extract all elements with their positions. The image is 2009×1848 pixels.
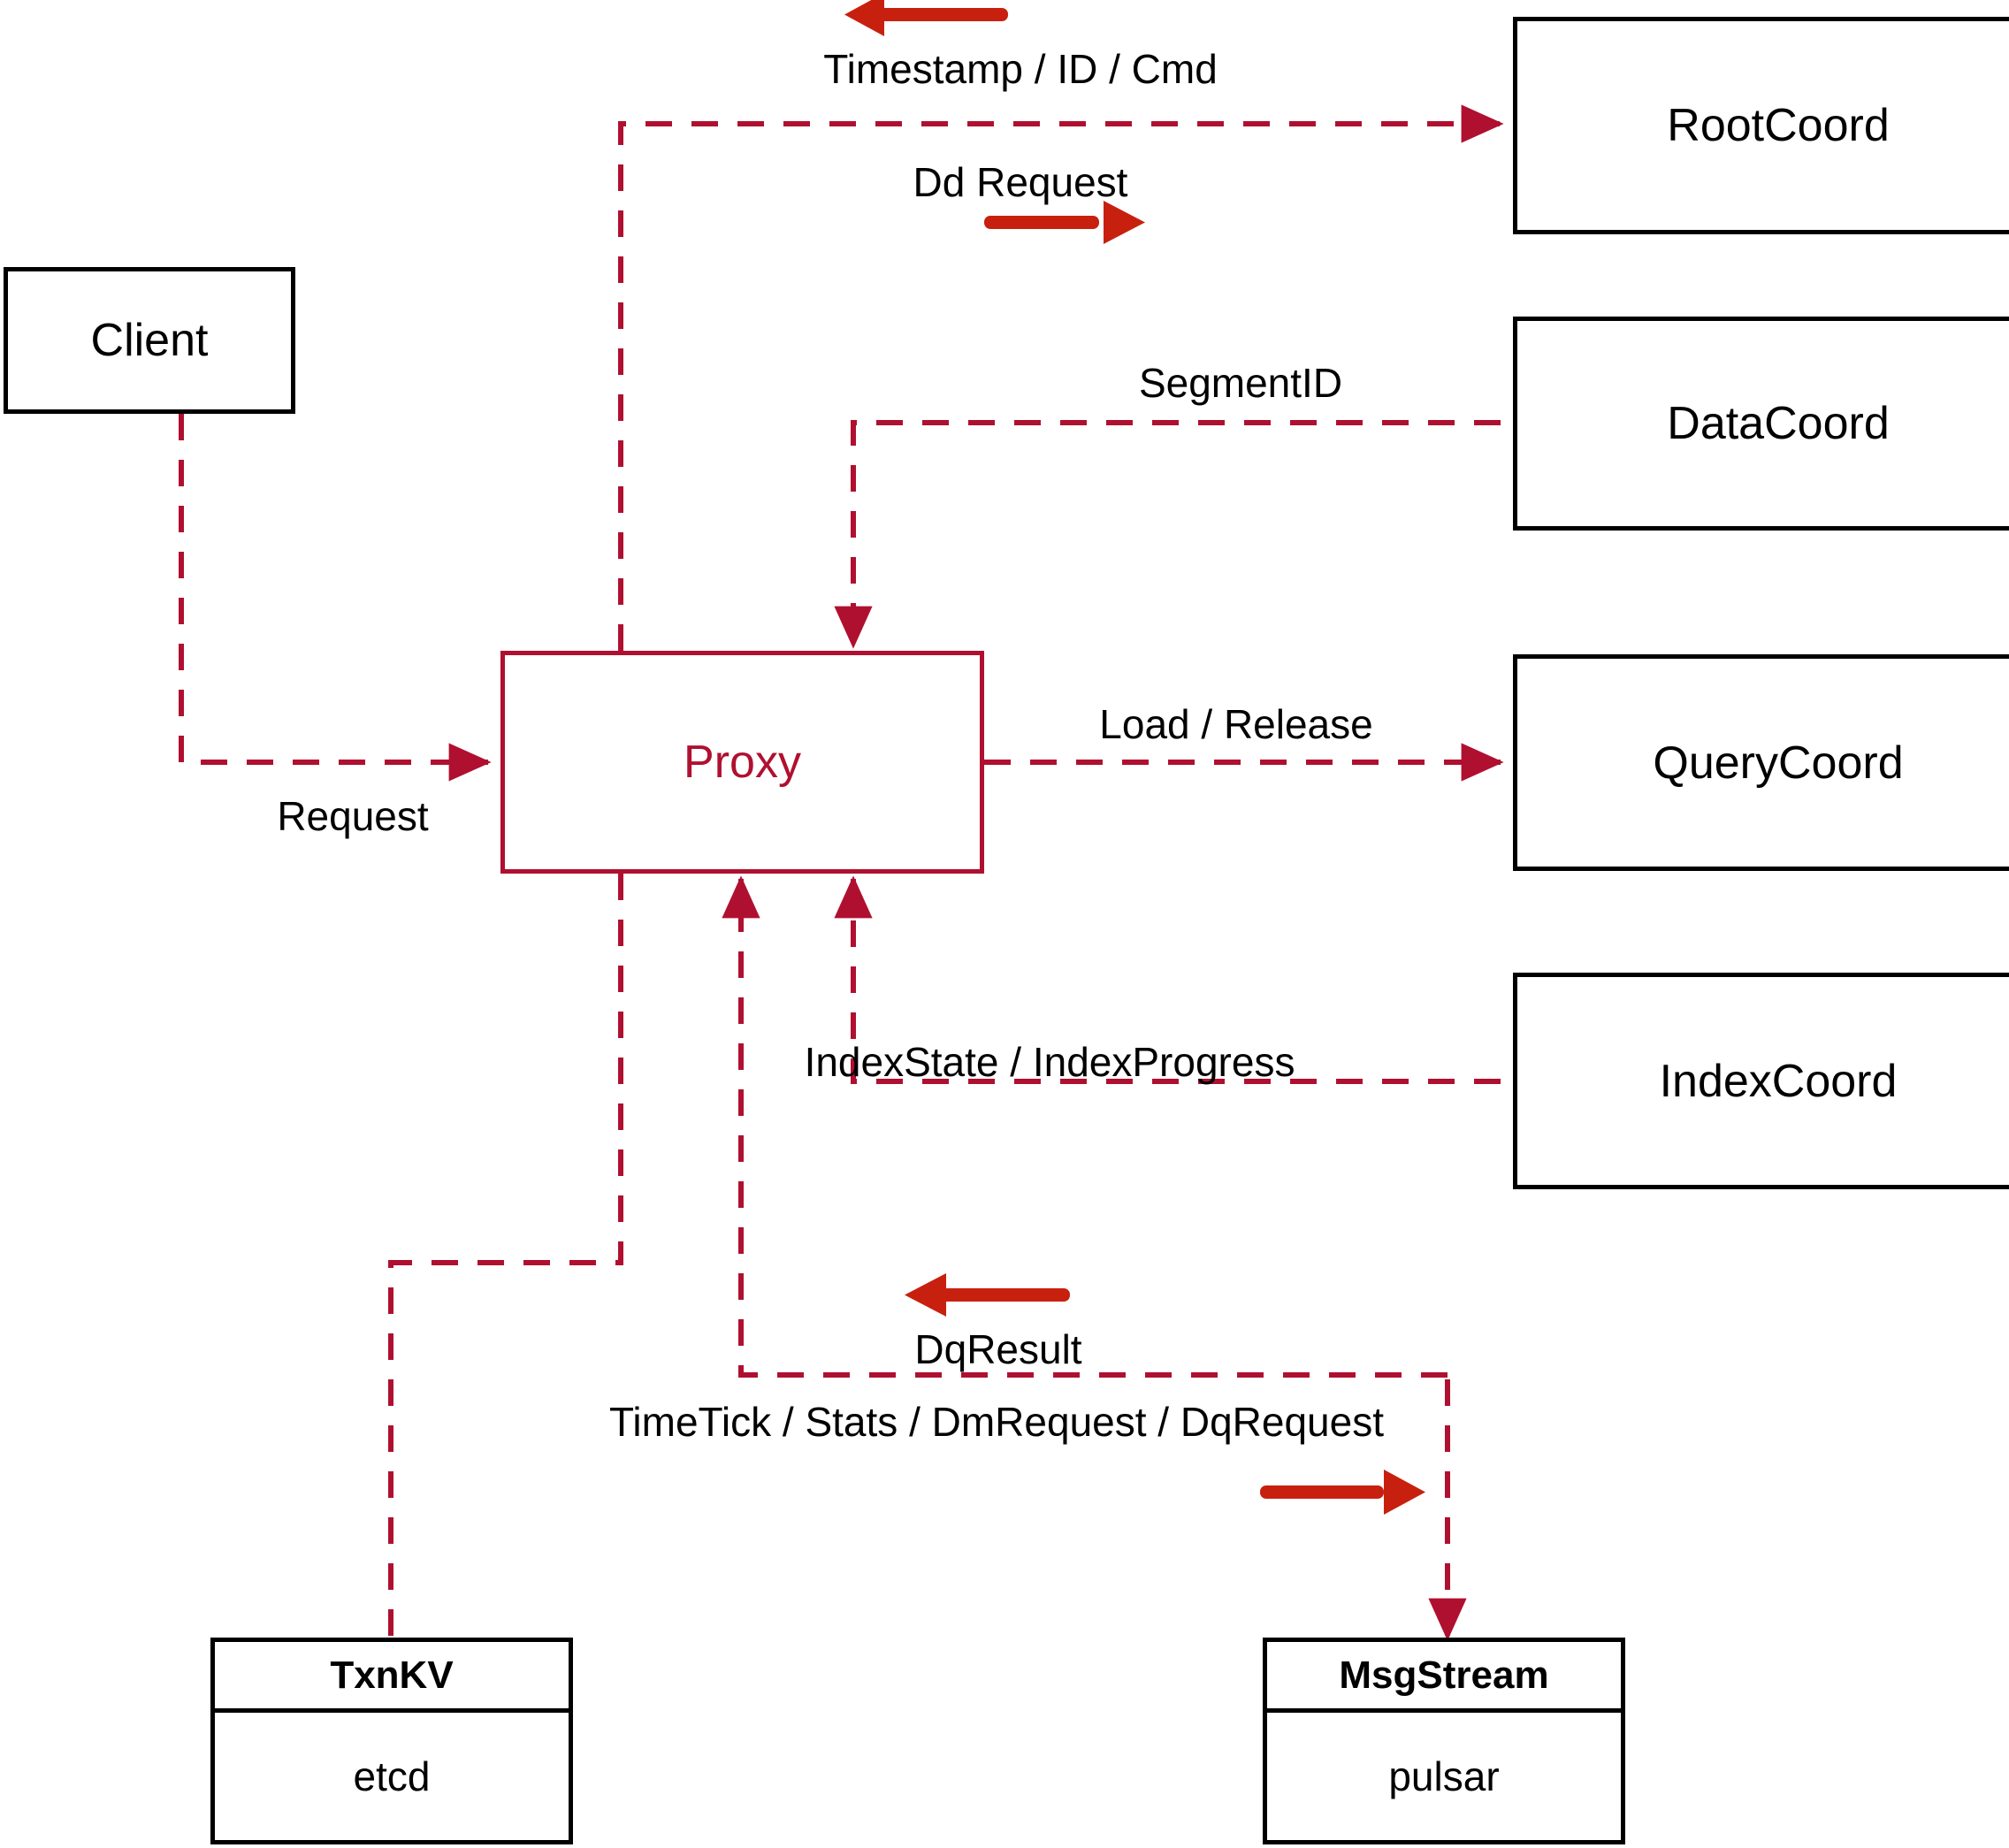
node-txnkv-impl: etcd [353,1753,431,1799]
node-msgstream-header: MsgStream [1267,1642,1621,1713]
node-datacoord[interactable]: DataCoord [1513,317,2009,531]
dqresult-direction-arrow [905,1273,1070,1317]
edge-indexcoord-to-proxy [834,875,1501,1084]
node-msgstream-label: MsgStream [1339,1653,1549,1697]
edge-msgstream-to-proxy [722,875,1448,1378]
node-msgstream[interactable]: MsgStream pulsar [1263,1638,1625,1844]
node-txnkv-body: etcd [215,1713,569,1840]
edge-label-dd-request: Dd Request [913,159,1128,205]
edge-client-to-proxy [179,414,492,782]
node-msgstream-impl: pulsar [1388,1753,1500,1799]
edge-proxy-to-txnkv [388,874,623,1640]
edge-label-load-release: Load / Release [1099,701,1373,747]
edge-label-dq-result: DqResult [914,1326,1082,1372]
edge-label-timetick-stats: TimeTick / Stats / DmRequest / DqRequest [609,1399,1384,1445]
edge-label-segment-id: SegmentID [1138,360,1343,406]
edge-label-timestamp-id-cmd: Timestamp / ID / Cmd [823,46,1218,92]
edge-label-index-state-progress: IndexState / IndexProgress [804,1039,1295,1085]
node-txnkv[interactable]: TxnKV etcd [210,1638,573,1844]
timetick-direction-arrow [1260,1470,1425,1515]
node-txnkv-header: TxnKV [215,1642,569,1713]
timestamp-direction-arrow [844,0,1008,36]
node-datacoord-label: DataCoord [1667,398,1890,449]
node-rootcoord[interactable]: RootCoord [1513,17,2009,234]
edge-proxy-to-rootcoord [618,104,1504,651]
node-client-label: Client [90,315,209,366]
node-txnkv-label: TxnKV [330,1653,454,1697]
node-client[interactable]: Client [4,267,295,414]
edge-label-request: Request [277,793,429,839]
node-indexcoord[interactable]: IndexCoord [1513,973,2009,1189]
edge-datacoord-to-proxy [834,420,1501,649]
node-rootcoord-label: RootCoord [1667,100,1890,151]
node-querycoord[interactable]: QueryCoord [1513,654,2009,871]
dd-request-direction-arrow [984,201,1145,244]
node-proxy-label: Proxy [684,737,801,788]
node-querycoord-label: QueryCoord [1653,737,1904,789]
node-indexcoord-label: IndexCoord [1659,1055,1898,1107]
node-proxy[interactable]: Proxy [500,651,984,874]
node-msgstream-body: pulsar [1267,1713,1621,1840]
